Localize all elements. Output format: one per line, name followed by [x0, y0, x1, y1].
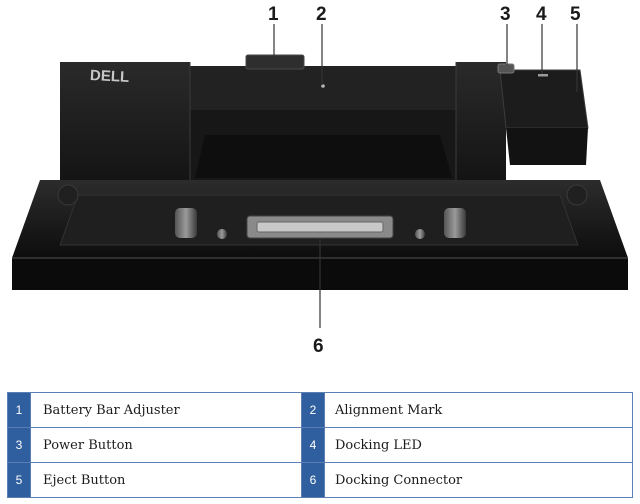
dock-body	[60, 62, 506, 180]
foot-left	[57, 184, 79, 206]
legend-row: 5 Eject Button 6 Docking Connector	[7, 462, 633, 498]
foot-right	[566, 184, 588, 206]
callout-1: 1	[268, 4, 279, 25]
legend-row: 1 Battery Bar Adjuster 2 Alignment Mark	[7, 392, 633, 428]
callout-2: 2	[316, 4, 327, 25]
callout-lines	[273, 24, 578, 328]
alignment-mark	[321, 84, 325, 88]
legend-label: Battery Bar Adjuster	[30, 392, 302, 428]
legend-number: 6	[301, 462, 325, 498]
power-button	[497, 63, 515, 74]
callout-3: 3	[500, 4, 511, 25]
legend-label: Alignment Mark	[324, 392, 633, 428]
legend-number: 1	[7, 392, 31, 428]
right-guide-knob	[415, 208, 466, 239]
battery-bar-adjuster	[245, 54, 305, 70]
callout-5: 5	[570, 4, 581, 25]
svg-text:DELL: DELL	[90, 67, 130, 86]
dell-logo: DELL	[90, 67, 130, 86]
docking-connector	[246, 215, 394, 239]
callout-6: 6	[313, 336, 324, 357]
docking-led	[538, 74, 548, 77]
legend-row: 3 Power Button 4 Docking LED	[7, 427, 633, 463]
legend-number: 4	[301, 427, 325, 463]
eject-button	[499, 69, 589, 165]
legend-number: 3	[7, 427, 31, 463]
docking-station-diagram: DELL 1 2 3 4 5 6	[12, 4, 628, 357]
left-guide-knob	[175, 208, 227, 239]
legend-number: 2	[301, 392, 325, 428]
parts-legend-table: 1 Battery Bar Adjuster 2 Alignment Mark …	[7, 392, 633, 498]
callout-4: 4	[536, 4, 547, 25]
legend-number: 5	[7, 462, 31, 498]
legend-label: Docking Connector	[324, 462, 633, 498]
legend-label: Eject Button	[30, 462, 302, 498]
legend-label: Power Button	[30, 427, 302, 463]
legend-label: Docking LED	[324, 427, 633, 463]
